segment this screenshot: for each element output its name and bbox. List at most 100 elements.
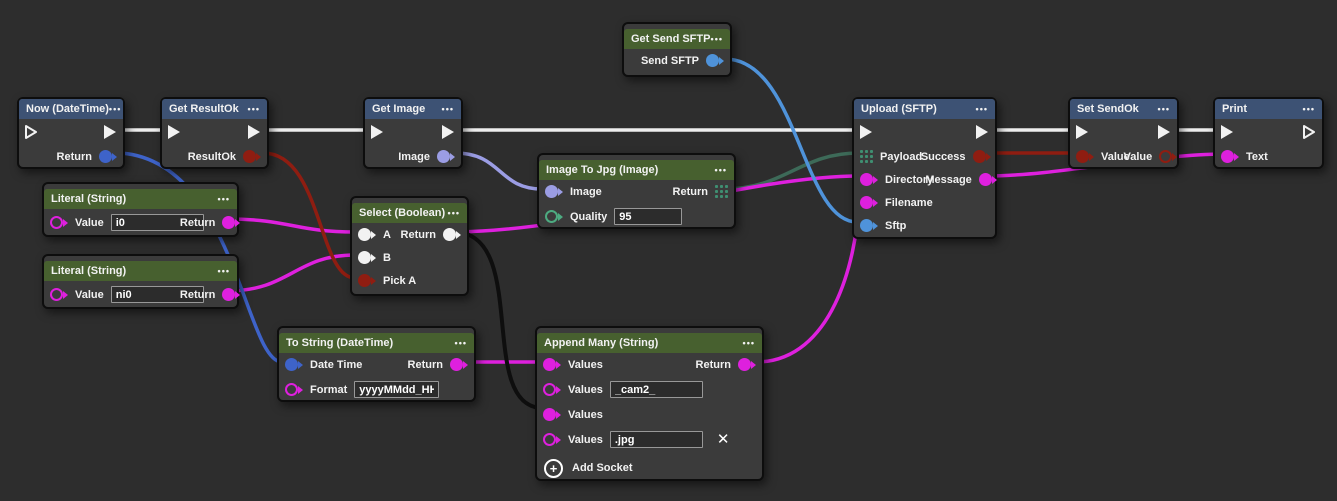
add-socket-button[interactable]: + Add Socket	[537, 453, 762, 483]
node-header-upload-sftp[interactable]: Upload (SFTP)•••	[854, 99, 995, 119]
node-get-image[interactable]: Get Image•••Image	[363, 97, 463, 169]
input-field-values[interactable]	[609, 381, 703, 398]
filename-input-socket[interactable]	[860, 196, 878, 209]
input-field-quality[interactable]	[614, 208, 683, 225]
wire-select-return-to-appendmany-values3[interactable]	[455, 230, 542, 410]
node-menu-button[interactable]: •••	[217, 194, 230, 204]
values-input-socket[interactable]	[543, 408, 561, 421]
node-menu-button[interactable]: •••	[742, 338, 755, 348]
flow-in-pin[interactable]	[859, 124, 874, 140]
delete-socket-button[interactable]: ✕	[716, 431, 730, 448]
return-output-socket[interactable]	[715, 185, 728, 198]
send-sftp-output-socket[interactable]	[706, 54, 724, 67]
node-header-literal-string-2[interactable]: Literal (String)•••	[44, 261, 237, 281]
node-menu-button[interactable]: •••	[1157, 104, 1170, 114]
node-menu-button[interactable]: •••	[247, 104, 260, 114]
flow-in-pin[interactable]	[1075, 124, 1090, 140]
flow-in-pin[interactable]	[167, 124, 182, 140]
node-menu-button[interactable]: •••	[447, 208, 460, 218]
image-input-socket[interactable]	[545, 185, 563, 198]
values-input-socket[interactable]	[543, 358, 561, 371]
node-header-select-boolean[interactable]: Select (Boolean)•••	[352, 203, 467, 223]
payload-input-socket[interactable]	[860, 150, 873, 163]
node-menu-button[interactable]: •••	[441, 104, 454, 114]
sftp-input-socket[interactable]	[860, 219, 878, 232]
value-input-socket[interactable]	[50, 216, 68, 229]
node-literal-string-1[interactable]: Literal (String)•••ValueReturn	[42, 182, 241, 237]
flow-in-pin[interactable]	[370, 124, 385, 140]
node-menu-button[interactable]: •••	[217, 266, 230, 276]
wire-getimage-image-to-imagetojpg-image[interactable]	[453, 151, 544, 191]
node-header-literal-string-1[interactable]: Literal (String)•••	[44, 189, 237, 209]
value-input-socket[interactable]	[50, 288, 68, 301]
date-time-input-socket[interactable]	[285, 358, 303, 371]
return-output-socket[interactable]	[450, 358, 468, 371]
text-input-socket[interactable]	[1221, 150, 1239, 163]
node-get-resultok[interactable]: Get ResultOk•••ResultOk	[160, 97, 269, 169]
wire-imagetojpg-return-to-upload-payload[interactable]	[722, 151, 861, 191]
message-output-socket[interactable]	[978, 173, 997, 186]
flow-out-pin[interactable]	[1157, 124, 1172, 140]
node-header-append-many-string[interactable]: Append Many (String)•••	[537, 333, 762, 353]
wire-getsendsftp-sendsftp-to-upload-sftp[interactable]	[723, 57, 859, 224]
flow-out-pin[interactable]	[441, 124, 456, 140]
wire-literal2-return-to-select-b[interactable]	[225, 253, 357, 293]
node-literal-string-2[interactable]: Literal (String)•••ValueReturn	[42, 254, 241, 309]
value-output-socket[interactable]	[1159, 150, 1178, 163]
node-header-get-resultok[interactable]: Get ResultOk•••	[162, 99, 267, 119]
node-header-now[interactable]: Now (DateTime)•••	[19, 99, 123, 119]
format-input-socket[interactable]	[285, 383, 303, 396]
node-get-send-sftp[interactable]: Get Send SFTP•••Send SFTP	[622, 22, 732, 77]
wire-literal1-return-to-select-a[interactable]	[225, 217, 357, 234]
node-header-set-sendok[interactable]: Set SendOk•••	[1070, 99, 1177, 119]
node-menu-button[interactable]: •••	[975, 104, 988, 114]
flow-out-pin[interactable]	[1302, 124, 1317, 140]
return-output-socket[interactable]	[443, 228, 461, 241]
node-header-image-to-jpg[interactable]: Image To Jpg (Image)•••	[539, 160, 734, 180]
add-socket-icon[interactable]: +	[544, 458, 563, 478]
wire-getresultok-resultok-to-select-picka[interactable]	[261, 151, 357, 280]
node-header-print[interactable]: Print•••	[1215, 99, 1322, 119]
add-socket-button-label[interactable]: Add Socket	[572, 462, 633, 474]
return-output-socket[interactable]	[222, 288, 241, 301]
flow-in-pin[interactable]	[24, 124, 39, 140]
node-now[interactable]: Now (DateTime)•••Return	[17, 97, 125, 169]
return-output-socket[interactable]	[99, 150, 117, 163]
node-menu-button[interactable]: •••	[1302, 104, 1315, 114]
node-header-to-string-datetime[interactable]: To String (DateTime)•••	[279, 333, 474, 353]
input-field-format[interactable]	[354, 381, 440, 398]
values-input-socket[interactable]	[543, 433, 561, 446]
b-input-socket[interactable]	[358, 251, 376, 264]
node-header-get-send-sftp[interactable]: Get Send SFTP•••	[624, 29, 730, 49]
wire-appendmany-return-to-upload-filename[interactable]	[756, 200, 861, 364]
flow-in-pin[interactable]	[1220, 124, 1235, 140]
image-output-socket[interactable]	[437, 150, 455, 163]
resultok-output-socket[interactable]	[243, 150, 261, 163]
value-input-socket[interactable]	[1076, 150, 1094, 163]
flow-out-pin[interactable]	[103, 124, 118, 140]
node-header-get-image[interactable]: Get Image•••	[365, 99, 461, 119]
pick-a-input-socket[interactable]	[358, 274, 376, 287]
input-field-value[interactable]	[110, 214, 204, 231]
input-field-values[interactable]	[609, 431, 703, 448]
return-output-socket[interactable]	[738, 358, 756, 371]
quality-input-socket[interactable]	[545, 210, 563, 223]
node-menu-button[interactable]: •••	[714, 165, 727, 175]
return-output-socket[interactable]	[222, 216, 241, 229]
node-menu-button[interactable]: •••	[454, 338, 467, 348]
directory-input-socket[interactable]	[860, 173, 878, 186]
values-input-socket[interactable]	[543, 383, 561, 396]
node-print[interactable]: Print•••Text	[1213, 97, 1324, 169]
success-output-socket[interactable]	[972, 150, 991, 163]
node-menu-button[interactable]: •••	[108, 104, 122, 114]
flow-out-pin[interactable]	[247, 124, 262, 140]
node-menu-button[interactable]: •••	[710, 34, 723, 44]
input-field-value[interactable]	[110, 286, 204, 303]
